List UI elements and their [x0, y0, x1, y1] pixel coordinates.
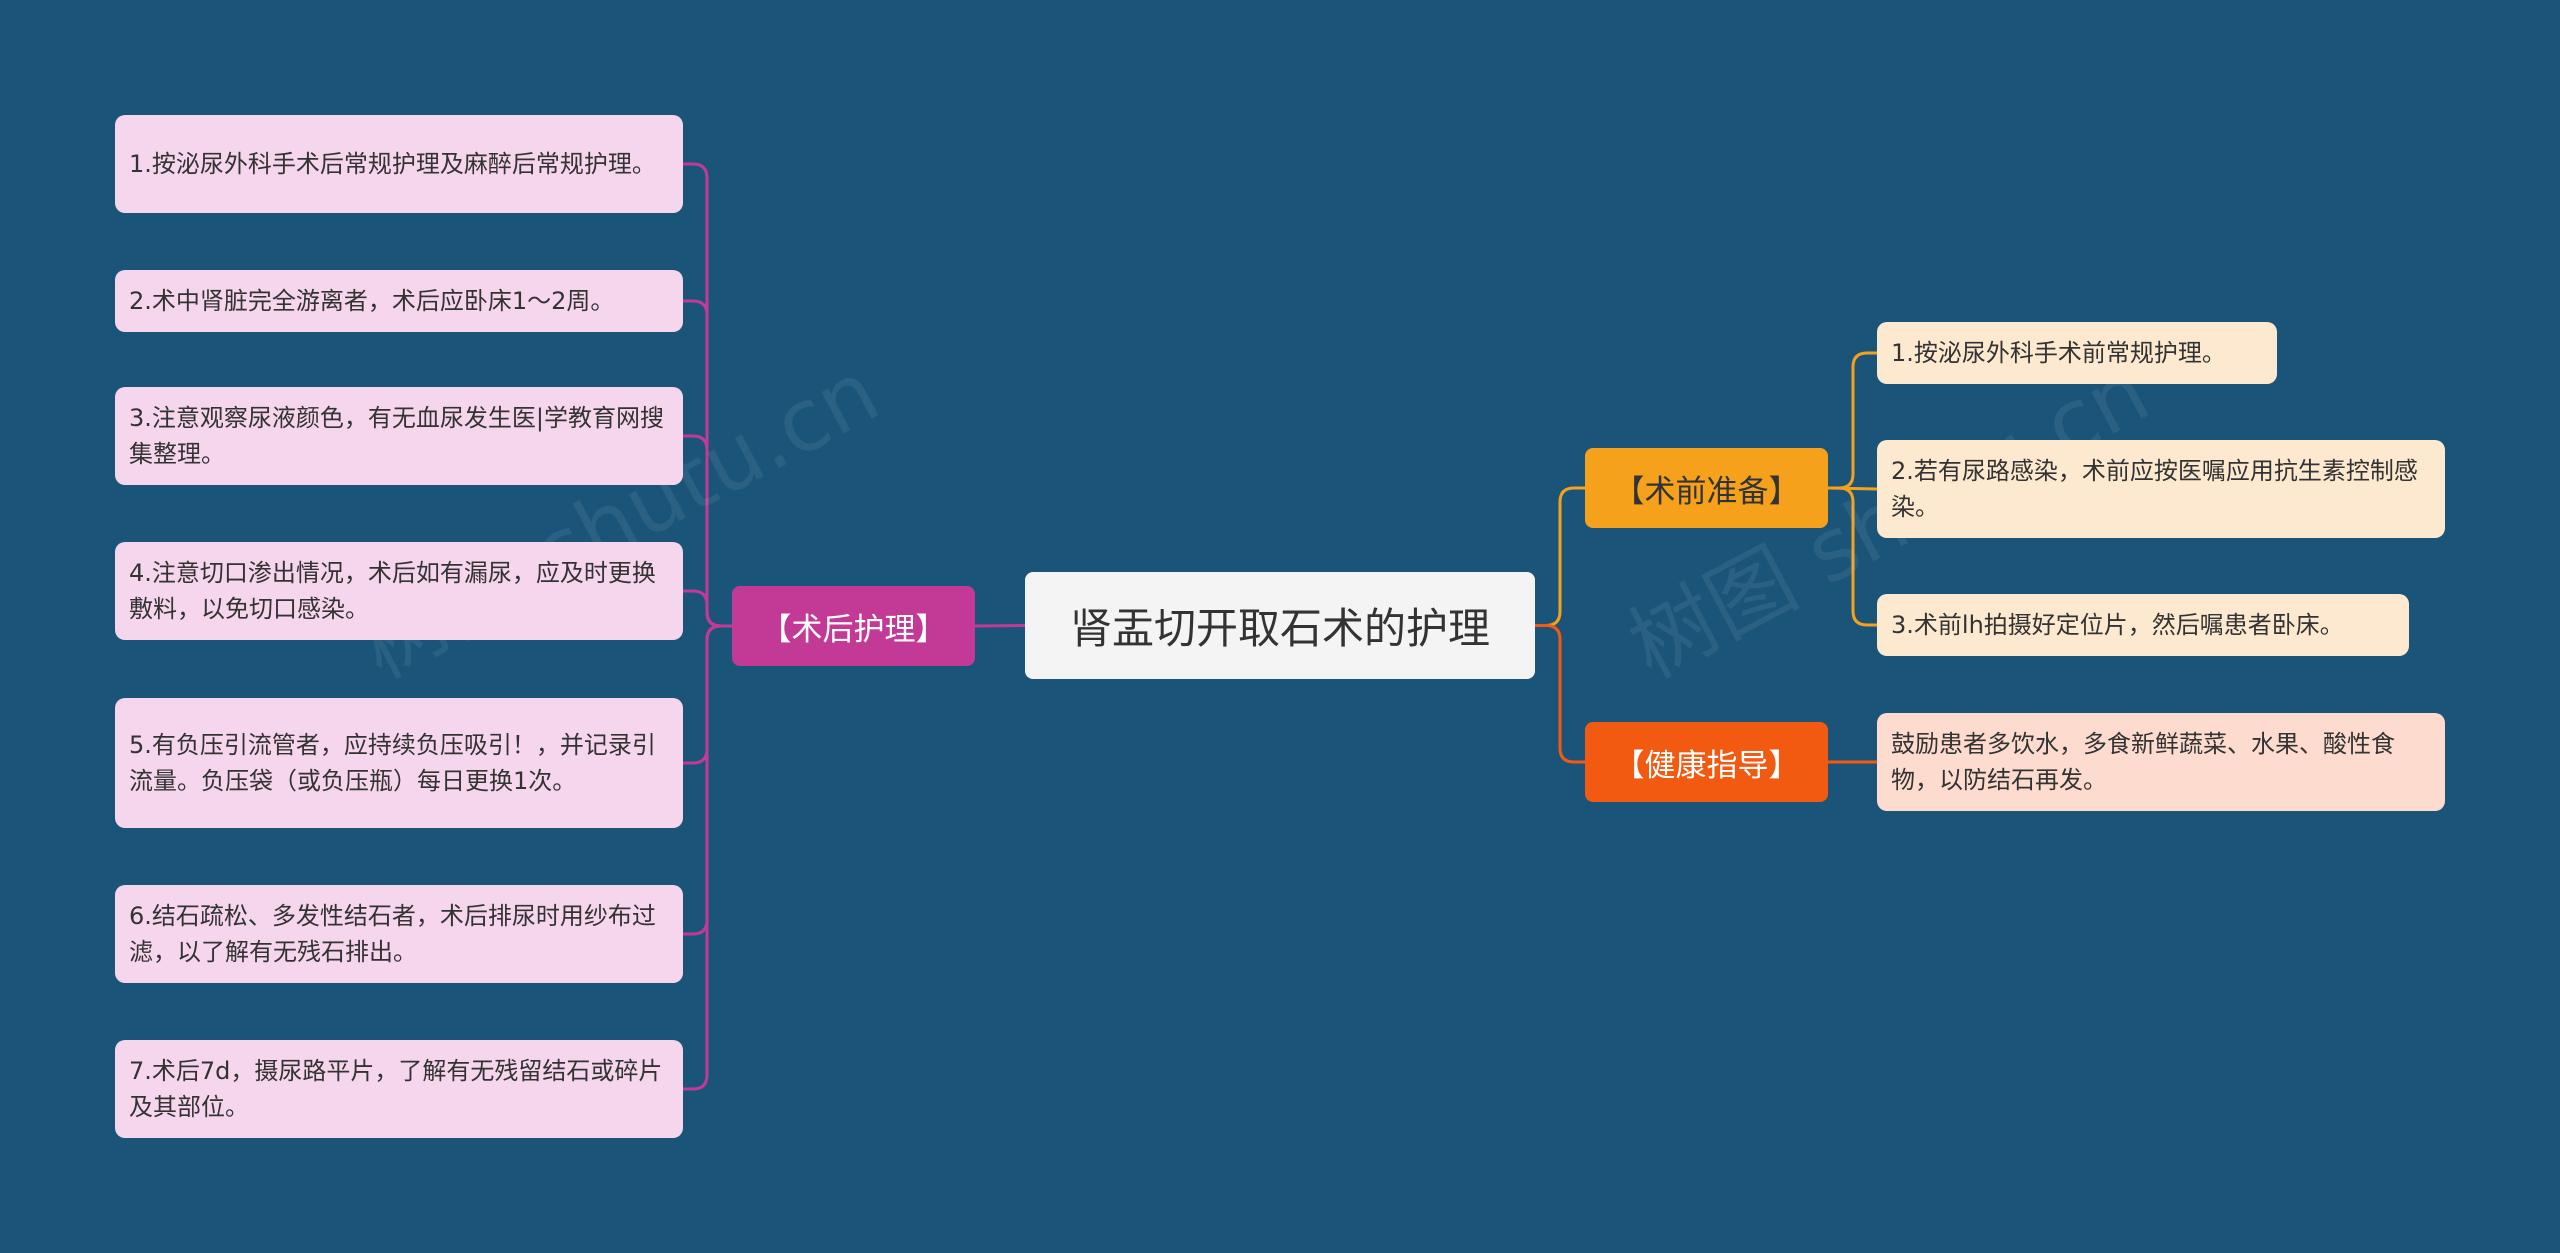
- preop-item-2[interactable]: 2.若有尿路感染，术前应按医嘱应用抗生素控制感染。: [1877, 440, 2445, 538]
- branch-preop[interactable]: 【术前准备】: [1585, 448, 1828, 528]
- postop-item-text: 2.术中肾脏完全游离者，术后应卧床1～2周。: [129, 287, 615, 315]
- postop-item-7[interactable]: 7.术后7d，摄尿路平片，了解有无残留结石或碎片及其部位。: [115, 1040, 683, 1138]
- branch-preop-label: 【术前准备】: [1613, 473, 1800, 510]
- branch-health[interactable]: 【健康指导】: [1585, 722, 1828, 802]
- postop-link-3: [683, 434, 732, 628]
- postop-item-text: 4.注意切口渗出情况，术后如有漏尿，应及时更换敷料，以免切口感染。: [129, 559, 656, 623]
- root-label: 肾盂切开取石术的护理: [1069, 604, 1490, 653]
- branch-postop[interactable]: 【术后护理】: [732, 586, 975, 666]
- health-item-text: 鼓励患者多饮水，多食新鲜蔬菜、水果、酸性食物，以防结石再发。: [1891, 730, 2395, 794]
- preop-item-text: 3.术前lh拍摄好定位片，然后嘱患者卧床。: [1891, 611, 2344, 639]
- branch-postop-label: 【术后护理】: [760, 611, 947, 648]
- postop-item-text: 1.按泌尿外科手术后常规护理及麻醉后常规护理。: [129, 150, 656, 178]
- postop-item-text: 5.有负压引流管者，应持续负压吸引！，并记录引流量。负压袋（或负压瓶）每日更换1…: [129, 731, 656, 795]
- preop-item-3[interactable]: 3.术前lh拍摄好定位片，然后嘱患者卧床。: [1877, 594, 2409, 656]
- postop-item-text: 6.结石疏松、多发性结石者，术后排尿时用纱布过滤，以了解有无残石排出。: [129, 902, 656, 966]
- postop-item-5[interactable]: 5.有负压引流管者，应持续负压吸引！，并记录引流量。负压袋（或负压瓶）每日更换1…: [115, 698, 683, 828]
- root-health-link-1: [1535, 624, 1585, 764]
- preop-link-1: [1828, 351, 1877, 490]
- root-postop-link-1: [974, 624, 1026, 628]
- preop-item-text: 1.按泌尿外科手术前常规护理。: [1891, 339, 2226, 367]
- root-node[interactable]: 肾盂切开取石术的护理: [1025, 572, 1535, 679]
- preop-item-1[interactable]: 1.按泌尿外科手术前常规护理。: [1877, 322, 2277, 384]
- preop-link-3: [1828, 486, 1877, 627]
- postop-item-text: 7.术后7d，摄尿路平片，了解有无残留结石或碎片及其部位。: [129, 1057, 663, 1121]
- postop-item-2[interactable]: 2.术中肾脏完全游离者，术后应卧床1～2周。: [115, 270, 683, 332]
- postop-item-text: 3.注意观察尿液颜色，有无血尿发生医|学教育网搜集整理。: [129, 404, 664, 468]
- postop-item-6[interactable]: 6.结石疏松、多发性结石者，术后排尿时用纱布过滤，以了解有无残石排出。: [115, 885, 683, 983]
- postop-item-3[interactable]: 3.注意观察尿液颜色，有无血尿发生医|学教育网搜集整理。: [115, 387, 683, 485]
- branch-health-label: 【健康指导】: [1613, 747, 1800, 784]
- postop-item-1[interactable]: 1.按泌尿外科手术后常规护理及麻醉后常规护理。: [115, 115, 683, 213]
- health-item-1[interactable]: 鼓励患者多饮水，多食新鲜蔬菜、水果、酸性食物，以防结石再发。: [1877, 713, 2445, 811]
- postop-item-4[interactable]: 4.注意切口渗出情况，术后如有漏尿，应及时更换敷料，以免切口感染。: [115, 542, 683, 640]
- postop-link-7: [683, 624, 732, 1091]
- preop-item-text: 2.若有尿路感染，术前应按医嘱应用抗生素控制感染。: [1891, 457, 2418, 521]
- root-preop-link-1: [1535, 486, 1585, 627]
